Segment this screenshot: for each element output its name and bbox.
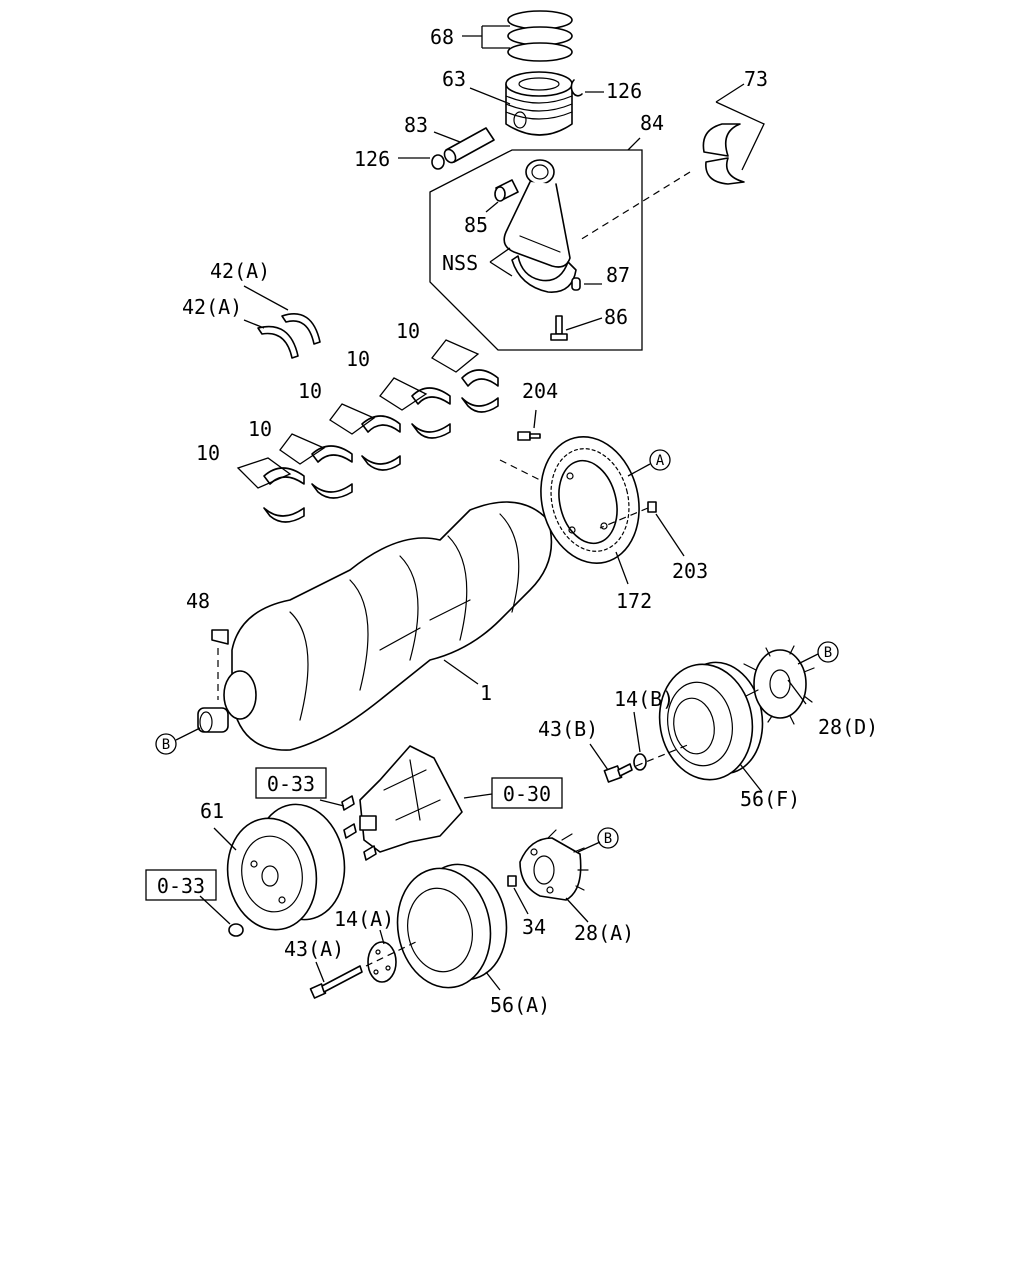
ref-box-0-30: 0-30 xyxy=(491,777,563,809)
gear-pin xyxy=(647,501,657,513)
thrust-washers xyxy=(257,313,321,359)
label-85: 85 xyxy=(464,213,488,237)
main-bearing-1 xyxy=(236,457,305,523)
oil-pump-housing xyxy=(341,745,463,861)
conrod-bolt xyxy=(550,315,568,341)
conrod-bearing xyxy=(702,123,745,185)
bolt-a xyxy=(309,965,363,999)
piston-rings xyxy=(507,10,573,62)
label-10-e: 10 xyxy=(396,319,420,343)
label-84: 84 xyxy=(640,111,664,135)
label-48: 48 xyxy=(186,589,210,613)
bolt-b xyxy=(603,763,633,783)
label-61: 61 xyxy=(200,799,224,823)
marker-b-crank-letter: B xyxy=(162,737,170,753)
label-56f: 56(F) xyxy=(740,787,800,811)
marker-b-gear-a-letter: B xyxy=(604,831,612,847)
label-10-b: 10 xyxy=(248,417,272,441)
crank-key xyxy=(211,629,229,645)
label-203: 203 xyxy=(672,559,708,583)
snap-ring-top xyxy=(570,79,583,97)
label-68: 68 xyxy=(430,25,454,49)
pulley-a xyxy=(396,863,508,989)
ref-box-0-33-left-text: 0-33 xyxy=(157,874,205,898)
marker-b-gear-d: B xyxy=(817,641,839,663)
small-end-bushing xyxy=(494,179,519,202)
main-bearing-4 xyxy=(379,377,451,439)
piston-pin xyxy=(443,127,495,164)
snap-ring-left xyxy=(431,154,445,170)
label-73: 73 xyxy=(744,67,768,91)
conrod-nut xyxy=(571,277,581,291)
pulley-f xyxy=(658,661,764,781)
label-87: 87 xyxy=(606,263,630,287)
marker-a: A xyxy=(649,449,671,471)
washer-b xyxy=(633,753,647,771)
main-bearing-5 xyxy=(431,339,499,413)
marker-a-letter: A xyxy=(656,453,665,469)
label-126-left: 126 xyxy=(354,147,390,171)
label-43b: 43(B) xyxy=(538,717,598,741)
pulley-nut xyxy=(228,923,244,937)
marker-b-crank: B xyxy=(155,733,177,755)
pin-34 xyxy=(507,875,517,887)
label-56a: 56(A) xyxy=(490,993,550,1017)
label-172: 172 xyxy=(616,589,652,613)
label-43a: 43(A) xyxy=(284,937,344,961)
label-83: 83 xyxy=(404,113,428,137)
crankshaft xyxy=(197,501,553,751)
ref-box-0-33-left: 0-33 xyxy=(145,869,217,901)
washer-a xyxy=(367,941,397,983)
label-126-top: 126 xyxy=(606,79,642,103)
label-42a-lower: 42(A) xyxy=(182,295,242,319)
main-bearing-2 xyxy=(279,433,353,499)
crank-gear xyxy=(540,436,640,564)
label-86: 86 xyxy=(604,305,628,329)
connecting-rod xyxy=(503,159,577,293)
label-34: 34 xyxy=(522,915,546,939)
label-1: 1 xyxy=(480,681,492,705)
pulley-61 xyxy=(226,803,346,931)
label-28d: 28(D) xyxy=(818,715,878,739)
ref-box-0-30-text: 0-30 xyxy=(503,782,551,806)
label-14b: 14(B) xyxy=(614,687,674,711)
ref-box-0-33-top-text: 0-33 xyxy=(267,772,315,796)
piston xyxy=(505,71,573,136)
label-10-a: 10 xyxy=(196,441,220,465)
gear-d xyxy=(743,645,815,725)
main-bearing-3 xyxy=(329,403,401,471)
label-10-d: 10 xyxy=(346,347,370,371)
gear-bolt xyxy=(517,431,541,441)
marker-b-gear-d-letter: B xyxy=(824,645,832,661)
label-nss: NSS xyxy=(442,251,478,275)
label-28a: 28(A) xyxy=(574,921,634,945)
label-204: 204 xyxy=(522,379,558,403)
gear-a xyxy=(519,829,589,901)
label-42a-upper: 42(A) xyxy=(210,259,270,283)
ref-box-0-33-top: 0-33 xyxy=(255,767,327,799)
label-14a: 14(A) xyxy=(334,907,394,931)
label-10-c: 10 xyxy=(298,379,322,403)
label-63: 63 xyxy=(442,67,466,91)
marker-b-gear-a: B xyxy=(597,827,619,849)
